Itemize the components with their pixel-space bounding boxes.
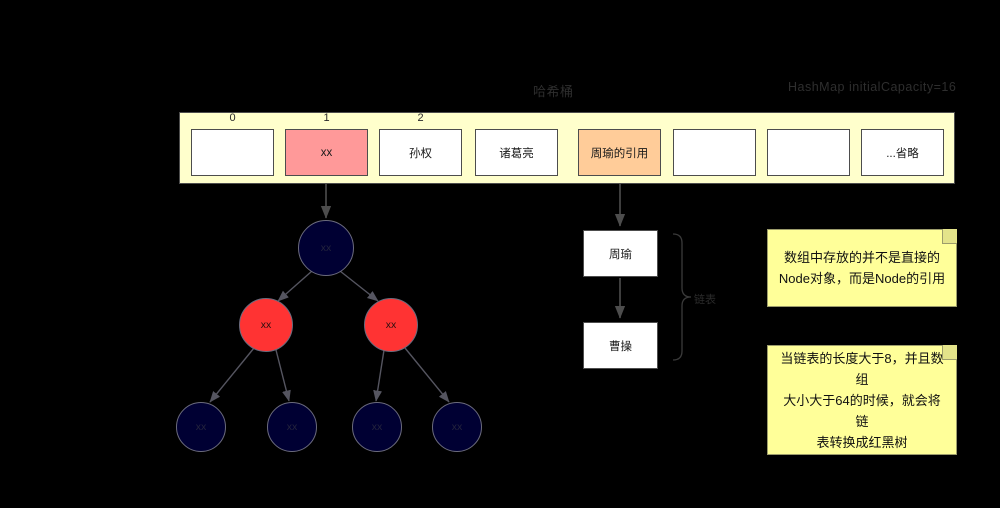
tree-node-left[interactable]: xx xyxy=(239,298,293,352)
tree-edge-root-left xyxy=(277,270,313,302)
tree-edge-right-leaf2 xyxy=(373,349,385,402)
bucket-cell-3[interactable]: 诸葛亮 xyxy=(475,129,558,176)
tree-edge-right-leaf3 xyxy=(404,347,450,403)
note-text: 当链表的长度大于8，并且数组 大小大于64的时候，就会将链 表转换成红黑树 xyxy=(780,350,944,450)
note-node-reference: 数组中存放的并不是直接的 Node对象，而是Node的引用 xyxy=(767,229,957,307)
bucket-cell-1[interactable]: xx xyxy=(285,129,368,176)
hash-bucket-caption: 哈希桶 xyxy=(533,84,574,99)
tree-leaf-3[interactable]: xx xyxy=(432,402,482,452)
bucket-cell-0[interactable] xyxy=(191,129,274,176)
linked-list-node-1[interactable]: 曹操 xyxy=(583,322,658,369)
tree-leaf-2[interactable]: xx xyxy=(352,402,402,452)
linked-list-node-0[interactable]: 周瑜 xyxy=(583,230,658,277)
tree-leaf-1[interactable]: xx xyxy=(267,402,317,452)
tree-node-root[interactable]: xx xyxy=(298,220,354,276)
cell-index-2: 2 xyxy=(417,112,424,124)
tree-node-right[interactable]: xx xyxy=(364,298,418,352)
note-fold-corner-icon xyxy=(942,345,957,360)
tree-edge-left-leaf1 xyxy=(275,349,291,402)
bucket-cell-6[interactable] xyxy=(767,129,850,176)
cell-index-0: 0 xyxy=(229,112,236,124)
note-treeify-threshold: 当链表的长度大于8，并且数组 大小大于64的时候，就会将链 表转换成红黑树 xyxy=(767,345,957,455)
initial-capacity-caption: HashMap initialCapacity=16 xyxy=(788,80,957,94)
tree-leaf-0[interactable]: xx xyxy=(176,402,226,452)
linked-list-brace-label: 链表 xyxy=(694,294,716,306)
tree-edge-root-right xyxy=(339,270,379,302)
note-text: 数组中存放的并不是直接的 Node对象，而是Node的引用 xyxy=(778,250,946,286)
bucket-cell-4[interactable]: 周瑜的引用 xyxy=(578,129,661,176)
bucket-cell-2[interactable]: 孙权 xyxy=(379,129,462,176)
note-fold-corner-icon xyxy=(942,229,957,244)
bucket-cell-5[interactable] xyxy=(673,129,756,176)
tree-edge-left-leaf0 xyxy=(209,347,255,403)
bucket-cell-7[interactable]: ...省略 xyxy=(861,129,944,176)
brace-linked-list xyxy=(672,233,692,361)
cell-index-1: 1 xyxy=(323,112,330,124)
